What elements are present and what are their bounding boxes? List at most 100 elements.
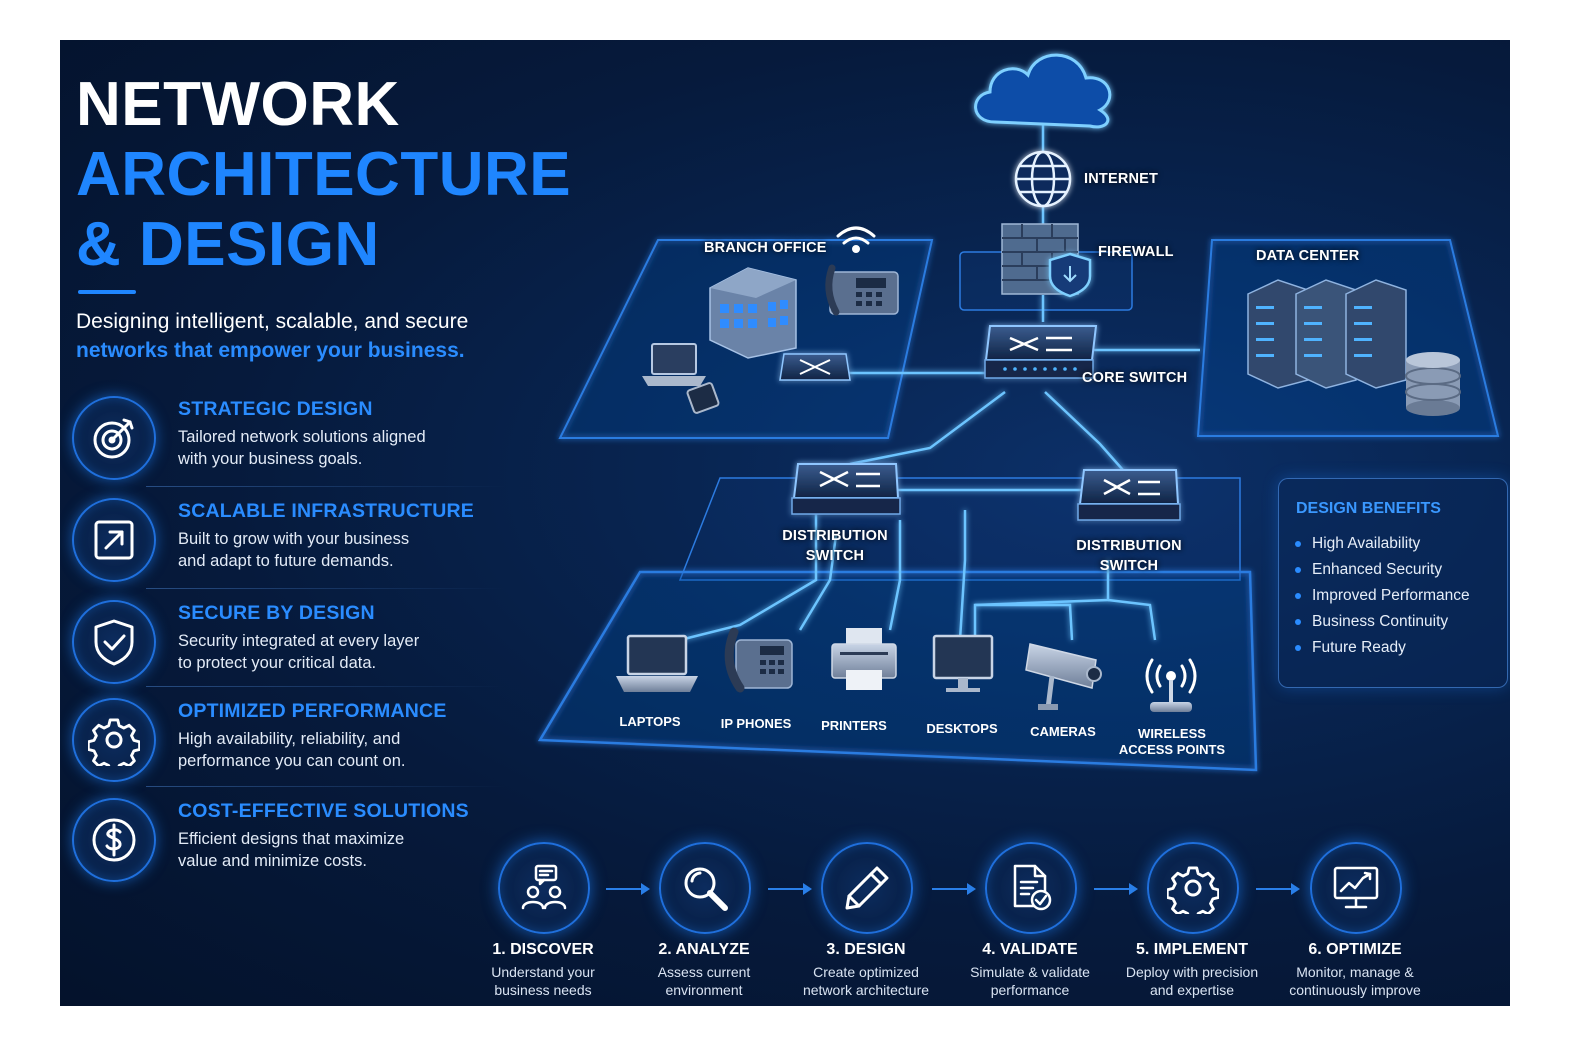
step-title: 1. DISCOVER: [492, 941, 594, 958]
distribution-switch-label-line: SWITCH: [1099, 558, 1159, 574]
people-chat-icon: [498, 842, 590, 934]
step-desc-line: continuously improve: [1289, 982, 1421, 998]
shield-check-icon: [72, 600, 156, 684]
step-desc-line: and expertise: [1149, 982, 1235, 998]
title-underline: [78, 290, 136, 294]
design-benefits-panel: DESIGN BENEFITS High Availability Enhanc…: [1278, 478, 1508, 688]
desktop-device-icon: [932, 634, 994, 692]
feature-scalable-infrastructure: SCALABLE INFRASTRUCTURE Built to grow wi…: [70, 490, 510, 586]
laptops-label: LAPTOPS: [619, 714, 681, 729]
step-title: 2. ANALYZE: [658, 941, 750, 958]
bullet-icon: [1295, 566, 1301, 573]
distribution-switch-right-icon: [1077, 469, 1181, 521]
data-center-label: DATA CENTER: [1256, 248, 1360, 264]
benefit-item: Future Ready: [1295, 639, 1406, 657]
feature-divider: [146, 588, 506, 589]
step-desc-line: Simulate & validate: [970, 964, 1090, 980]
gear-icon: [1147, 842, 1239, 934]
step-validate: 4. VALIDATE Simulate & validate performa…: [955, 840, 1105, 1000]
firewall-icon: [1001, 223, 1092, 298]
benefit-item: Enhanced Security: [1295, 561, 1442, 579]
benefit-text: High Availability: [1312, 535, 1421, 552]
step-analyze: 2. ANALYZE Assess current environment: [629, 840, 779, 1000]
network-links: [679, 125, 1200, 642]
step-title: 4. VALIDATE: [982, 941, 1078, 958]
step-description: Deploy with precision and expertise: [1107, 963, 1277, 999]
feature-desc-line: and adapt to future demands.: [178, 552, 394, 570]
infographic-canvas: NETWORK ARCHITECTURE & DESIGN Designing …: [60, 40, 1510, 1006]
feature-desc-line: to protect your critical data.: [178, 654, 377, 672]
branch-switch-icon: [779, 353, 851, 381]
bullet-icon: [1295, 540, 1301, 547]
branch-office-label: BRANCH OFFICE: [704, 240, 827, 256]
monitor-chart-icon: [1310, 842, 1402, 934]
title-line-2: ARCHITECTURE: [76, 140, 572, 209]
benefit-text: Enhanced Security: [1312, 561, 1443, 578]
feature-optimized-performance: OPTIMIZED PERFORMANCE High availability,…: [70, 690, 510, 786]
step-title: 6. OPTIMIZE: [1308, 941, 1402, 958]
benefit-text: Future Ready: [1312, 639, 1406, 656]
feature-divider: [146, 686, 506, 687]
bullet-icon: [1295, 644, 1301, 651]
feature-title: COST-EFFECTIVE SOLUTIONS: [178, 800, 469, 822]
feature-secure-by-design: SECURE BY DESIGN Security integrated at …: [70, 592, 510, 688]
step-title: 3. DESIGN: [826, 941, 906, 958]
feature-title: OPTIMIZED PERFORMANCE: [178, 700, 447, 722]
step-design: 3. DESIGN Create optimized network archi…: [791, 840, 941, 1000]
laptop-icon: [642, 343, 706, 386]
magnifier-icon: [659, 842, 751, 934]
bullet-icon: [1295, 618, 1301, 625]
distribution-switch-left-label: DISTRIBUTION SWITCH: [774, 526, 896, 566]
step-description: Monitor, manage & continuously improve: [1270, 963, 1440, 999]
distribution-switch-label-line: DISTRIBUTION: [782, 528, 888, 544]
desk-phone-icon: [825, 264, 899, 316]
arrow-right-icon: [1094, 883, 1138, 895]
mobile-phone-icon: [686, 382, 720, 414]
step-description: Assess current environment: [619, 963, 789, 999]
subtitle-line-1: Designing intelligent, scalable, and sec…: [76, 310, 469, 333]
step-desc-line: Deploy with precision: [1125, 964, 1259, 980]
feature-desc-line: with your business goals.: [178, 450, 363, 468]
arrow-right-icon: [606, 883, 650, 895]
title-line-1: NETWORK: [76, 70, 400, 139]
step-description: Simulate & validate performance: [945, 963, 1115, 999]
step-desc-line: business needs: [494, 982, 592, 998]
access-platform: [537, 570, 1258, 772]
benefit-text: Improved Performance: [1312, 587, 1470, 604]
desktops-label: DESKTOPS: [926, 721, 998, 736]
firewall-label: FIREWALL: [1098, 244, 1174, 260]
feature-desc-line: Built to grow with your business: [178, 530, 410, 548]
step-desc-line: Understand your: [491, 964, 595, 980]
feature-desc-line: value and minimize costs.: [178, 852, 367, 870]
ip-phone-device-icon: [724, 627, 793, 693]
step-optimize: 6. OPTIMIZE Monitor, manage & continuous…: [1280, 840, 1430, 1000]
gear-icon: [72, 698, 156, 782]
distribution-switch-right-label: DISTRIBUTION SWITCH: [1068, 536, 1190, 576]
bullet-icon: [1295, 592, 1301, 599]
feature-description: Built to grow with your business and ada…: [178, 528, 508, 572]
feature-strategic-design: STRATEGIC DESIGN Tailored network soluti…: [70, 388, 510, 484]
distribution-switch-left-icon: [791, 463, 901, 515]
arrow-right-icon: [1256, 883, 1300, 895]
step-desc-line: environment: [665, 982, 743, 998]
feature-title: STRATEGIC DESIGN: [178, 398, 373, 420]
step-description: Create optimized network architecture: [781, 963, 951, 999]
network-diagram: [537, 53, 1500, 772]
title-line-3: & DESIGN: [76, 210, 380, 279]
printer-device-icon: [831, 628, 897, 690]
benefit-item: Business Continuity: [1295, 613, 1448, 631]
feature-desc-line: Efficient designs that maximize: [178, 830, 405, 848]
document-check-icon: [985, 842, 1077, 934]
building-icon: [709, 267, 797, 359]
feature-cost-effective: COST-EFFECTIVE SOLUTIONS Efficient desig…: [70, 790, 510, 886]
subtitle-line-2: networks that empower your business.: [76, 339, 465, 362]
wireless-access-points-label: WIRELESS ACCESS POINTS: [1112, 726, 1232, 758]
cameras-label: CAMERAS: [1030, 724, 1096, 739]
database-icon: [1405, 352, 1461, 416]
distribution-switch-label-line: DISTRIBUTION: [1076, 538, 1182, 554]
laptops-device-icon: [616, 634, 698, 692]
feature-description: High availability, reliability, and perf…: [178, 728, 508, 772]
benefits-title: DESIGN BENEFITS: [1296, 500, 1441, 517]
wap-label-line: ACCESS POINTS: [1118, 742, 1226, 757]
step-desc-line: network architecture: [802, 982, 930, 998]
